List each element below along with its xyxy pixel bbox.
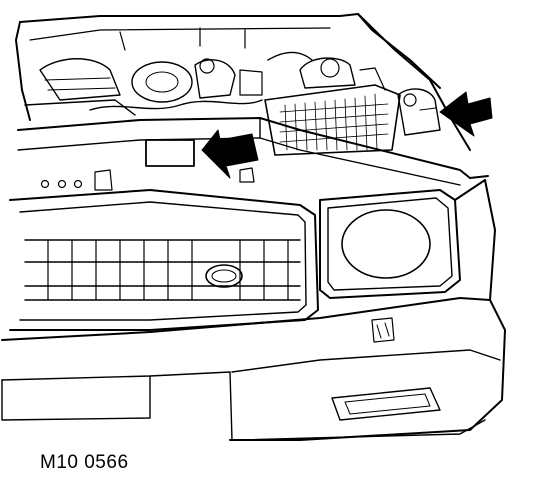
reference-code: M10 0566 [40,452,129,473]
arrow-to-bonnet-label [201,129,259,179]
radiator-grille [9,189,319,331]
filled-arrow-icon [201,91,493,179]
front-bumper [1,297,506,441]
arrow-to-washer-reservoir [439,91,493,137]
headlamp [319,175,496,301]
engine-bay [15,13,471,156]
